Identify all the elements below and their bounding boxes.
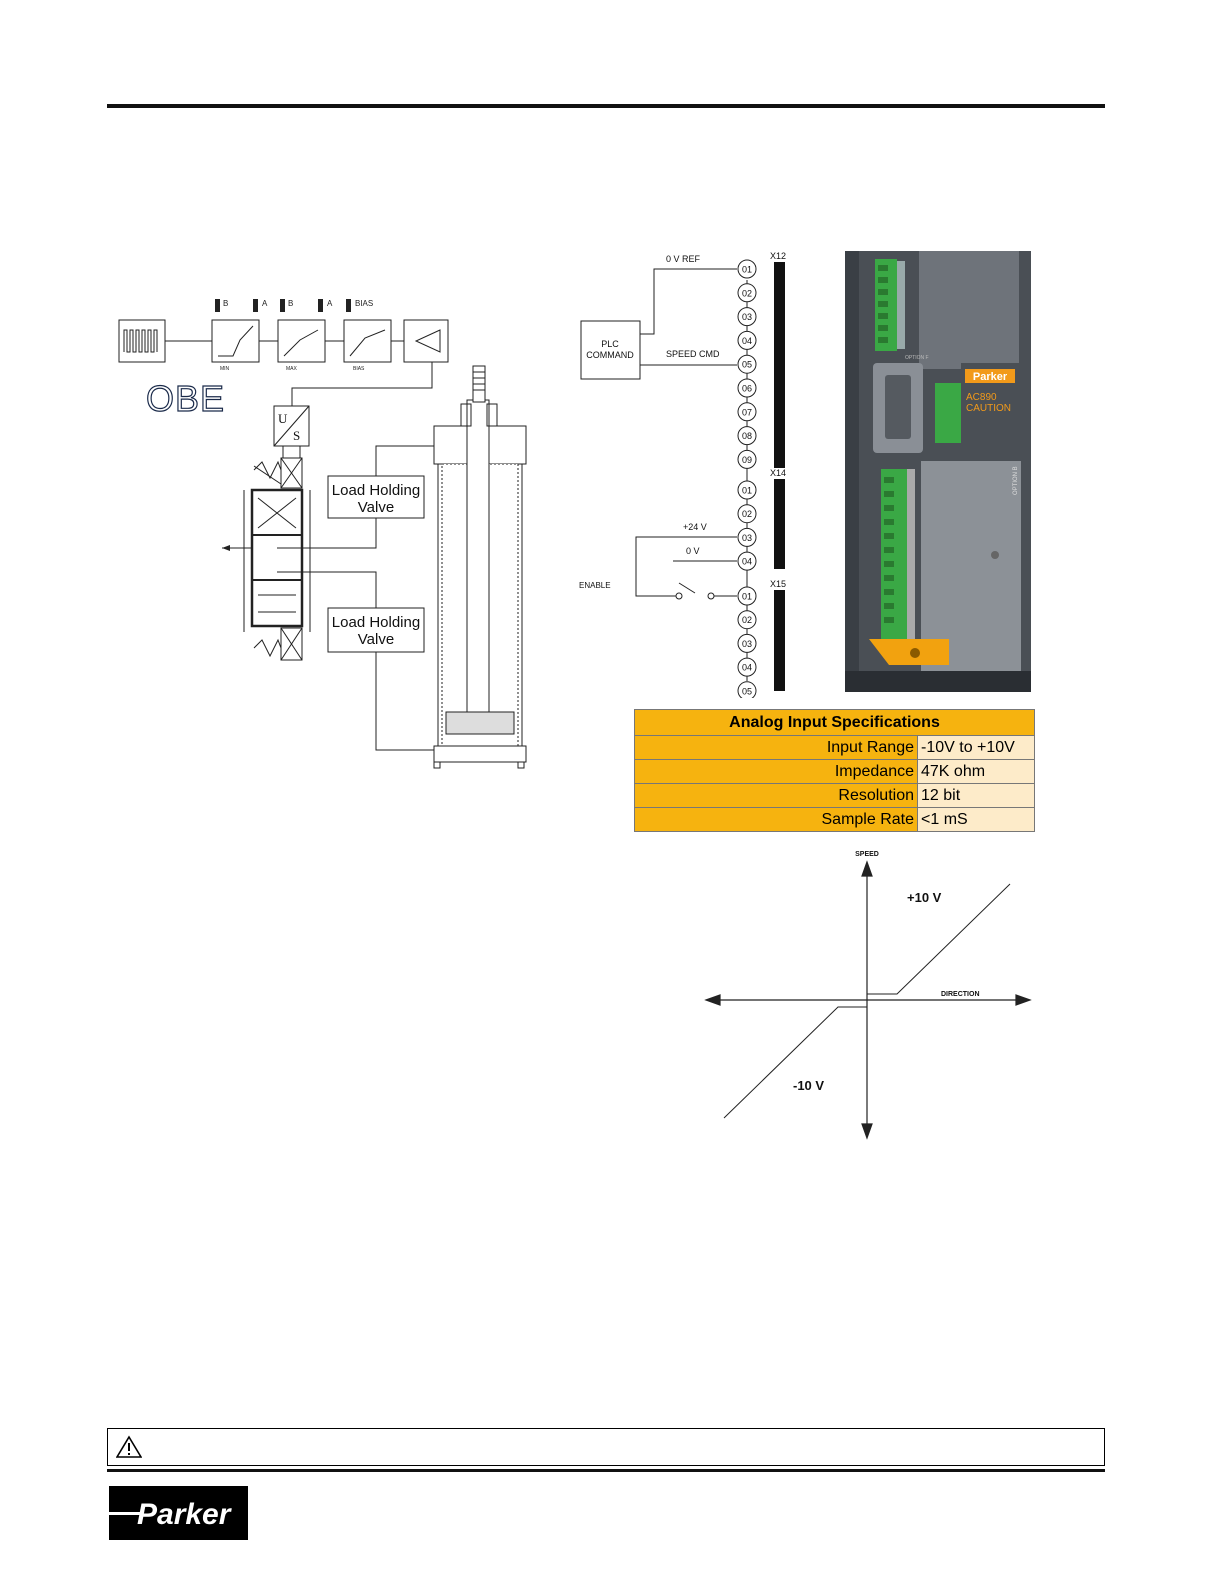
terminal-pin (737, 426, 757, 446)
hydraulic-diagram: B A B A BIAS MIN MAX BIAS OBE U S Load H… (118, 299, 527, 769)
label-enable: ENABLE (579, 581, 611, 590)
terminal-pin (737, 586, 757, 606)
label-x14: X14 (770, 468, 786, 478)
table-row: Sample Rate <1 mS (634, 807, 1035, 832)
terminal-pin-label: 09 (742, 455, 752, 465)
terminal-pin-label: 04 (742, 336, 752, 346)
terminal-pin (737, 527, 757, 547)
terminal-pin-label: 02 (742, 288, 752, 298)
terminal-pin (737, 283, 757, 303)
terminal-pin-label: 03 (742, 639, 752, 649)
terminal-pin-label: 02 (742, 615, 752, 625)
terminal-pin (737, 402, 757, 422)
label-plus24: +24 V (683, 522, 707, 532)
photo-option-f: OPTION F (905, 355, 929, 361)
photo-caution: CAUTION (966, 403, 1011, 414)
terminal-pin (737, 551, 757, 571)
table-row: Resolution 12 bit (634, 783, 1035, 808)
terminal-pin (737, 259, 757, 279)
spec-value: -10V to +10V (917, 735, 1035, 760)
table-row: Impedance 47K ohm (634, 759, 1035, 784)
terminal-pin (737, 504, 757, 524)
speed-direction-graph: SPEED DIRECTION +10 V -10 V (704, 851, 1032, 1140)
lhv-top-line1: Load Holding (332, 482, 420, 499)
terminal-pin (737, 657, 757, 677)
spec-label: Resolution (634, 783, 918, 808)
spec-value: 12 bit (917, 783, 1035, 808)
warning-triangle-icon (116, 1435, 142, 1458)
label-bias-top: BIAS (355, 299, 373, 308)
analog-input-spec-table: Analog Input Specifications Input Range … (634, 709, 1035, 832)
terminal-pin-label: 03 (742, 533, 752, 543)
label-x15: X15 (770, 579, 786, 589)
axis-speed: SPEED (855, 851, 879, 858)
spec-label: Impedance (634, 759, 918, 784)
photo-option-b: OPTION B (1013, 466, 1019, 495)
wiring-diagram: 01 02 03 04 05 06 07 08 09 01 02 03 04 01 02 03 04 05 0 V… (579, 251, 786, 698)
terminal-pin (737, 681, 757, 698)
spec-value: <1 mS (917, 807, 1035, 832)
us-u: U (278, 411, 288, 426)
label-speed-cmd: SPEED CMD (666, 349, 720, 359)
terminal-pin-label: 04 (742, 663, 752, 673)
label-plus10v: +10 V (907, 890, 942, 905)
label-bias: BIAS (353, 366, 365, 372)
lhv-bottom-line2: Valve (358, 631, 394, 648)
terminal-pin (737, 480, 757, 500)
terminal-pin-label: 02 (742, 509, 752, 519)
photo-brand: Parker (973, 371, 1008, 383)
spec-label: Input Range (634, 735, 918, 760)
terminal-pin (737, 330, 757, 350)
label-max: MAX (286, 366, 298, 372)
spec-title: Analog Input Specifications (634, 709, 1035, 736)
table-row: Input Range -10V to +10V (634, 735, 1035, 760)
lhv-top-line2: Valve (358, 499, 394, 516)
label-min: MIN (220, 366, 230, 372)
terminal-pin-label: 07 (742, 407, 752, 417)
label-b1: B (223, 299, 228, 308)
header-rule (107, 104, 1105, 108)
terminal-pin-label: 05 (742, 686, 752, 696)
plc-line2: COMMAND (586, 350, 634, 360)
terminal-pin (737, 610, 757, 630)
obe-watermark: OBE (146, 378, 225, 419)
terminal-pin (737, 633, 757, 653)
terminal-pin-label: 06 (742, 384, 752, 394)
plc-line1: PLC (601, 339, 619, 349)
terminal-pin (737, 354, 757, 374)
label-0v: 0 V (686, 546, 700, 556)
us-s: S (293, 428, 300, 443)
lhv-bottom-line1: Load Holding (332, 614, 420, 631)
terminal-pin-label: 04 (742, 557, 752, 567)
label-x12: X12 (770, 251, 786, 261)
terminal-pin-label: 01 (742, 592, 752, 602)
label-a1: A (262, 299, 268, 308)
terminal-pin (737, 449, 757, 469)
terminal-pin-label: 03 (742, 312, 752, 322)
spec-label: Sample Rate (634, 807, 918, 832)
label-b2: B (288, 299, 293, 308)
axis-direction: DIRECTION (941, 991, 980, 998)
footer-rule (107, 1469, 1105, 1472)
parker-logo: Parker (109, 1486, 248, 1540)
logo-text: Parker (137, 1498, 233, 1531)
terminal-pin-label: 01 (742, 265, 752, 275)
label-a2: A (327, 299, 333, 308)
label-0v-ref: 0 V REF (666, 254, 701, 264)
terminal-pin-label: 01 (742, 486, 752, 496)
label-minus10v: -10 V (793, 1078, 824, 1093)
photo-model: AC890 (966, 392, 997, 403)
spec-value: 47K ohm (917, 759, 1035, 784)
warning-bar (107, 1428, 1105, 1466)
terminal-pin-label: 08 (742, 431, 752, 441)
terminal-pin-label: 05 (742, 360, 752, 370)
terminal-pin (737, 378, 757, 398)
drive-photo: Parker AC890 CAUTION OPTION F OPTION B (845, 251, 1031, 692)
terminal-pin (737, 307, 757, 327)
